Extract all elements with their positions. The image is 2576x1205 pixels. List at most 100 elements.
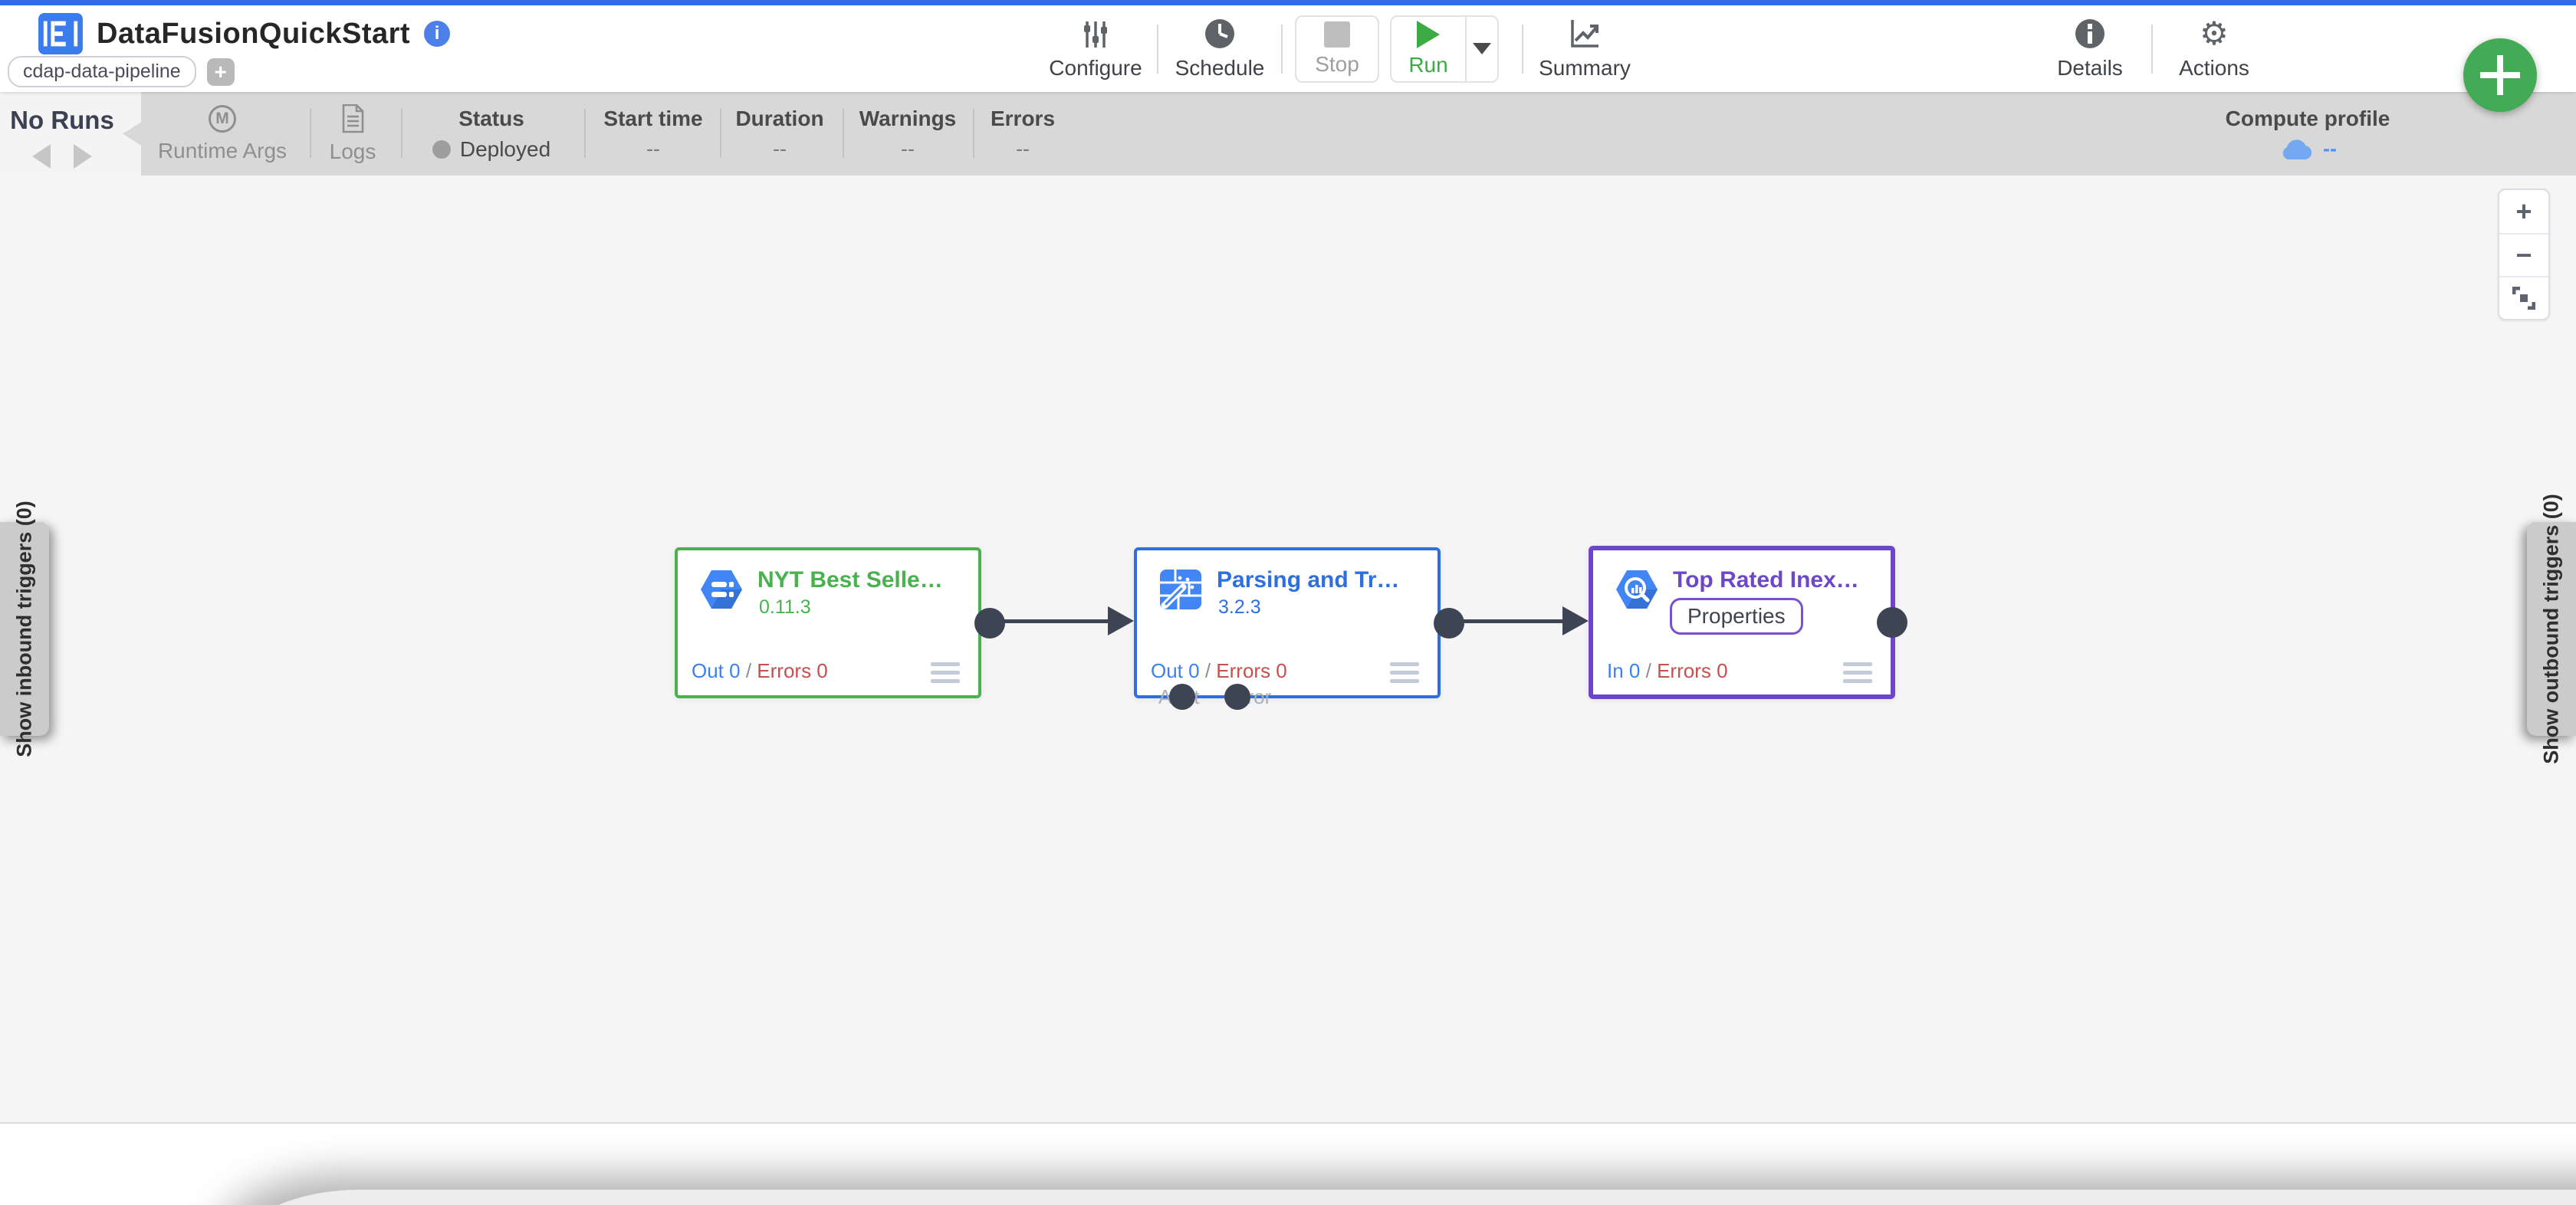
ribbon-divider xyxy=(843,109,844,158)
errors-value: -- xyxy=(1016,137,1030,160)
ribbon-divider xyxy=(401,109,402,158)
pipeline-header: DataFusionQuickStart i cdap-data-pipelin… xyxy=(0,5,2576,92)
bottom-shadow xyxy=(230,1190,2576,1205)
node-metrics: Out 0 / Errors 0 xyxy=(1151,659,1287,682)
errors-metric[interactable]: Errors 0 xyxy=(1216,659,1287,682)
duration-column: Duration -- xyxy=(735,107,824,160)
node-version: 3.2.3 xyxy=(1218,596,1261,618)
stop-button[interactable]: Stop xyxy=(1295,15,1379,83)
wrangler-transform-icon xyxy=(1160,570,1201,609)
details-button[interactable]: Details xyxy=(2041,5,2139,92)
connection-line[interactable] xyxy=(991,619,1111,623)
out-metric[interactable]: Out 0 xyxy=(692,659,741,682)
logs-button[interactable]: Logs xyxy=(295,92,410,176)
node-title: Parsing and Tr… xyxy=(1217,567,1400,593)
next-run-arrow[interactable] xyxy=(74,144,92,169)
output-port[interactable] xyxy=(1877,607,1907,638)
run-split-button: Run xyxy=(1390,15,1499,83)
node-parsing-transform[interactable]: Parsing and Tr… 3.2.3 Out 0 / Errors 0 A… xyxy=(1134,547,1464,710)
fit-to-screen-button[interactable] xyxy=(2499,276,2548,319)
node-metrics: Out 0 / Errors 0 xyxy=(692,659,828,682)
bigquery-sink-icon xyxy=(1616,570,1658,609)
compute-profile-column[interactable]: Compute profile -- xyxy=(2225,107,2390,160)
show-outbound-triggers-tab[interactable]: Show outbound triggers (0) xyxy=(2527,494,2576,764)
ribbon-divider xyxy=(584,109,586,158)
connection-arrowhead-icon xyxy=(1108,606,1134,635)
cloud-icon xyxy=(2279,139,2312,160)
alert-port[interactable] xyxy=(1169,684,1195,710)
show-inbound-triggers-tab[interactable]: Show inbound triggers (0) xyxy=(0,501,49,757)
ribbon-divider xyxy=(310,109,311,158)
logs-icon xyxy=(341,103,364,133)
errors-metric[interactable]: Errors 0 xyxy=(757,659,828,682)
run-button[interactable]: Run xyxy=(1392,17,1465,81)
output-port[interactable] xyxy=(1434,607,1464,639)
ribbon-divider xyxy=(973,109,974,158)
pipeline-type-tag: cdap-data-pipeline xyxy=(8,56,196,87)
actions-button[interactable]: ⚙ Actions xyxy=(2179,15,2249,80)
node-nyt-best-sellers[interactable]: NYT Best Selle… 0.11.3 Out 0 / Errors 0 xyxy=(675,547,1005,698)
errors-column: Errors -- xyxy=(990,107,1056,160)
zoom-in-button[interactable]: + xyxy=(2515,195,2532,227)
errors-metric[interactable]: Errors 0 xyxy=(1657,659,1728,682)
cdap-logo-icon xyxy=(38,13,83,54)
zoom-out-button[interactable]: − xyxy=(2499,233,2548,276)
out-metric[interactable]: Out 0 xyxy=(1151,659,1200,682)
status-column: Status Deployed xyxy=(405,92,578,176)
node-menu-icon[interactable] xyxy=(931,662,960,688)
in-metric[interactable]: In 0 xyxy=(1607,659,1641,682)
pipeline-toolbar-right: Details ⚙ Actions xyxy=(2041,5,2263,92)
properties-button[interactable]: Properties xyxy=(1670,598,1803,635)
runs-ribbon: No Runs M Runtime Args Logs Status Deplo… xyxy=(0,92,2576,176)
toolbar-divider xyxy=(1157,24,1158,74)
pipeline-info-icon[interactable]: i xyxy=(424,21,451,47)
canvas-footer xyxy=(0,1122,2576,1205)
stop-icon xyxy=(1324,21,1350,48)
warnings-value: -- xyxy=(901,137,915,160)
runs-ribbon-background xyxy=(123,92,2576,176)
ribbon-divider xyxy=(720,109,721,158)
status-dot-icon xyxy=(432,140,451,159)
runtime-args-button[interactable]: M Runtime Args xyxy=(142,92,303,176)
add-entity-fab-button[interactable] xyxy=(2463,38,2537,112)
compute-profile-value: -- xyxy=(2323,137,2337,160)
node-title: Top Rated Inex… xyxy=(1673,567,1859,593)
canvas-zoom-controls: + − xyxy=(2498,189,2550,320)
runtime-args-icon: M xyxy=(209,104,236,133)
warnings-column: Warnings -- xyxy=(859,107,957,160)
gcs-source-icon xyxy=(701,570,742,609)
no-runs-label: No Runs xyxy=(10,106,114,134)
sliders-icon xyxy=(1080,18,1111,50)
run-options-dropdown[interactable] xyxy=(1465,16,1497,81)
pipeline-toolbar: Configure Schedule Stop Run xyxy=(1046,5,1634,92)
info-icon xyxy=(2074,18,2106,50)
connection-line[interactable] xyxy=(1451,619,1566,623)
error-port[interactable] xyxy=(1224,684,1250,710)
output-port[interactable] xyxy=(974,607,1005,639)
add-tag-button[interactable]: + xyxy=(206,57,235,86)
summary-button[interactable]: Summary xyxy=(1536,5,1634,92)
status-value: Deployed xyxy=(459,136,551,161)
tag-row: cdap-data-pipeline + xyxy=(8,56,235,87)
start-time-value: -- xyxy=(646,137,660,160)
play-icon xyxy=(1417,20,1440,48)
node-menu-icon[interactable] xyxy=(1390,662,1419,688)
toolbar-divider xyxy=(1522,24,1523,74)
node-title: NYT Best Selle… xyxy=(757,567,943,593)
node-menu-icon[interactable] xyxy=(1843,662,1872,688)
top-accent-strip xyxy=(0,0,2576,5)
node-metrics: In 0 / Errors 0 xyxy=(1607,659,1728,682)
toolbar-divider xyxy=(1281,24,1283,74)
brand-row: DataFusionQuickStart i xyxy=(38,13,451,54)
configure-button[interactable]: Configure xyxy=(1046,5,1145,92)
node-top-rated-sink[interactable]: Top Rated Inex… Properties In 0 / Errors… xyxy=(1589,546,1907,699)
schedule-button[interactable]: Schedule xyxy=(1171,5,1269,92)
previous-run-arrow[interactable] xyxy=(32,144,51,169)
chart-icon xyxy=(1569,18,1601,50)
chevron-down-icon xyxy=(1473,43,1491,54)
fit-to-screen-icon xyxy=(2512,287,2535,310)
node-version: 0.11.3 xyxy=(759,596,811,618)
start-time-column: Start time -- xyxy=(603,107,703,160)
clock-icon xyxy=(1204,18,1236,50)
pipeline-canvas[interactable]: + − Show inbound triggers (0) Show outbo… xyxy=(0,176,2576,1122)
